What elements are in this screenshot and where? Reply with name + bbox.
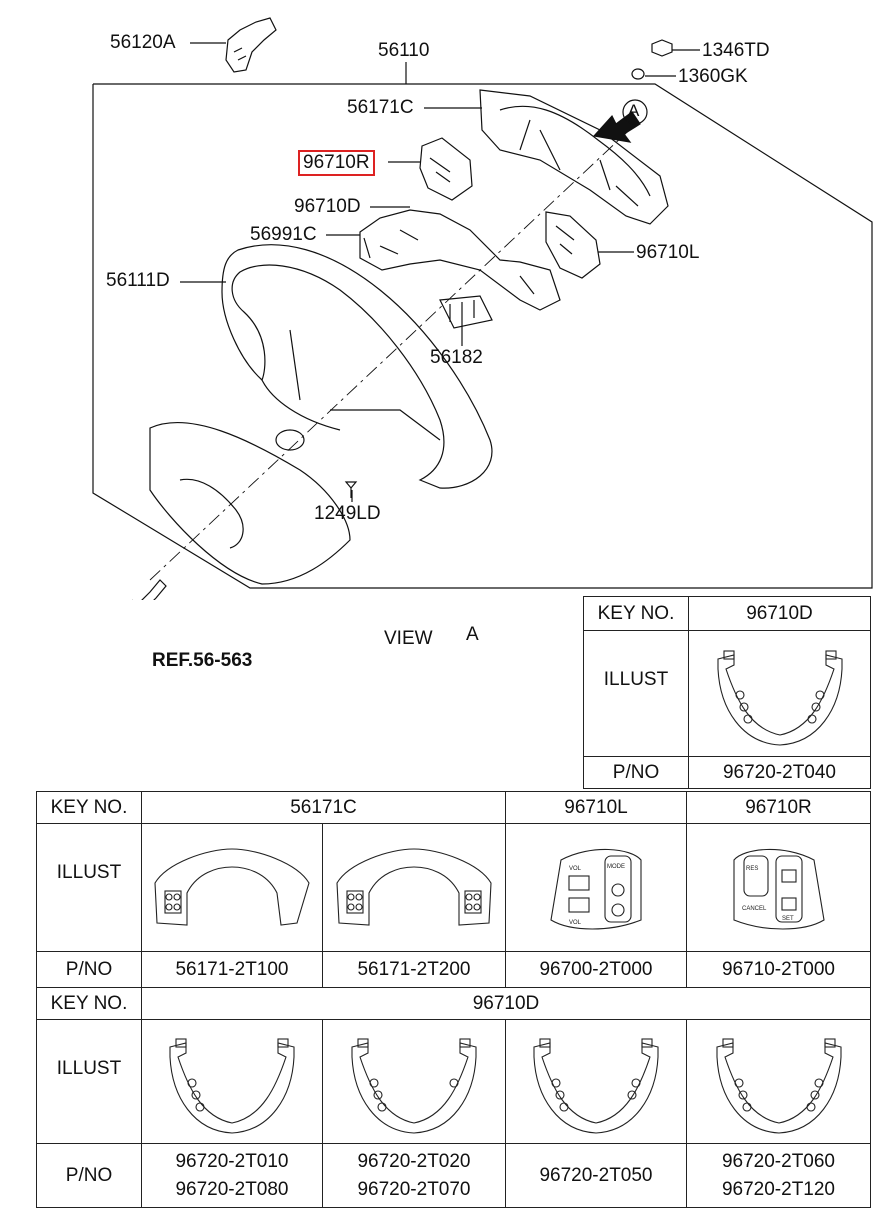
callout-56111D[interactable]: 56111D <box>106 270 170 291</box>
callout-56120A[interactable]: 56120A <box>110 32 176 53</box>
table-96710D-bottom: KEY NO. 96710D ILLUST <box>36 987 871 1208</box>
callout-56171C[interactable]: 56171C <box>347 97 414 118</box>
pno-cell-3[interactable]: 96720-2T050 <box>505 1143 687 1208</box>
exploded-diagram <box>92 17 873 600</box>
illust-label: ILLUST <box>36 1019 142 1144</box>
callout-96710R-highlighted[interactable]: 96710R <box>298 150 375 176</box>
callout-1249LD[interactable]: 1249LD <box>314 503 381 524</box>
illust-96700-2T000[interactable]: VOL MODE VOL <box>505 823 687 952</box>
switch-l-vol-up: VOL <box>569 866 582 872</box>
pno-56171-2T200[interactable]: 56171-2T200 <box>322 951 506 988</box>
pno-value[interactable]: 96720-2T040 <box>688 756 871 789</box>
callout-56182[interactable]: 56182 <box>430 347 483 368</box>
view-mark: A <box>466 624 479 645</box>
illust-56171-2T100[interactable] <box>141 823 323 952</box>
illust-56171-2T200[interactable] <box>322 823 506 952</box>
arrow-mark: A <box>628 101 640 120</box>
pno-96700-2T000[interactable]: 96700-2T000 <box>505 951 687 988</box>
view-arrow <box>592 111 641 143</box>
illust-96710D-v1[interactable] <box>141 1019 323 1144</box>
pno-96720-2T010[interactable]: 96720-2T010 <box>175 1150 289 1172</box>
table-middle: KEY NO. 56171C 96710L 96710R ILLUST <box>36 791 871 988</box>
table-96710D-top: KEY NO. 96710D ILLUST P/NO 96720-2T040 <box>583 596 871 789</box>
pno-96720-2T020[interactable]: 96720-2T020 <box>357 1150 471 1172</box>
pno-label: P/NO <box>36 951 142 988</box>
illust-96710D-v4[interactable] <box>686 1019 871 1144</box>
pno-label: P/NO <box>36 1143 142 1208</box>
pno-96720-2T070[interactable]: 96720-2T070 <box>357 1178 471 1200</box>
pno-96720-2T120[interactable]: 96720-2T120 <box>721 1178 836 1200</box>
key-96710R: 96710R <box>686 791 871 824</box>
illust-96710D-v3[interactable] <box>505 1019 687 1144</box>
frame-outline <box>92 83 873 589</box>
illust-96710-2T000[interactable]: RES CANCEL SET <box>686 823 871 952</box>
key-96710L: 96710L <box>505 791 687 824</box>
pno-96720-2T060[interactable]: 96720-2T060 <box>721 1150 836 1172</box>
key-56171C: 56171C <box>141 791 506 824</box>
pno-cell-1[interactable]: 96720-2T010 96720-2T080 <box>141 1143 323 1208</box>
callout-1346TD[interactable]: 1346TD <box>702 40 770 61</box>
pno-56171-2T100[interactable]: 56171-2T100 <box>141 951 323 988</box>
key-value: 96710D <box>688 596 871 631</box>
view-label: VIEW <box>384 628 433 649</box>
key-no-label: KEY NO. <box>583 596 689 631</box>
illust-96710D-v2[interactable] <box>322 1019 506 1144</box>
switch-r-set: SET <box>782 916 794 922</box>
pno-cell-2[interactable]: 96720-2T020 96720-2T070 <box>322 1143 506 1208</box>
switch-l-mode: MODE <box>607 864 625 870</box>
pno-96710-2T000[interactable]: 96710-2T000 <box>686 951 871 988</box>
pno-cell-4[interactable]: 96720-2T060 96720-2T120 <box>686 1143 871 1208</box>
illust-96710D[interactable] <box>688 630 871 757</box>
key-value: 96710D <box>141 987 871 1020</box>
callout-96710L[interactable]: 96710L <box>636 242 700 263</box>
pno-label: P/NO <box>583 756 689 789</box>
illust-label: ILLUST <box>583 630 689 757</box>
callout-56110[interactable]: 56110 <box>378 40 430 61</box>
pno-96720-2T050[interactable]: 96720-2T050 <box>539 1164 653 1186</box>
callout-96710D[interactable]: 96710D <box>294 196 361 217</box>
switch-r-cancel: CANCEL <box>742 906 767 912</box>
callout-56991C[interactable]: 56991C <box>250 224 317 245</box>
switch-r-res: RES <box>746 866 758 872</box>
pno-96720-2T080[interactable]: 96720-2T080 <box>175 1178 289 1200</box>
key-no-label: KEY NO. <box>36 987 142 1020</box>
wheel-rim <box>221 244 493 489</box>
ref-56-563-link[interactable]: REF.56-563 <box>152 650 253 671</box>
key-no-label: KEY NO. <box>36 791 142 824</box>
illust-label: ILLUST <box>36 823 142 952</box>
switch-l-vol-dn: VOL <box>569 920 582 926</box>
callout-1360GK[interactable]: 1360GK <box>678 66 748 87</box>
